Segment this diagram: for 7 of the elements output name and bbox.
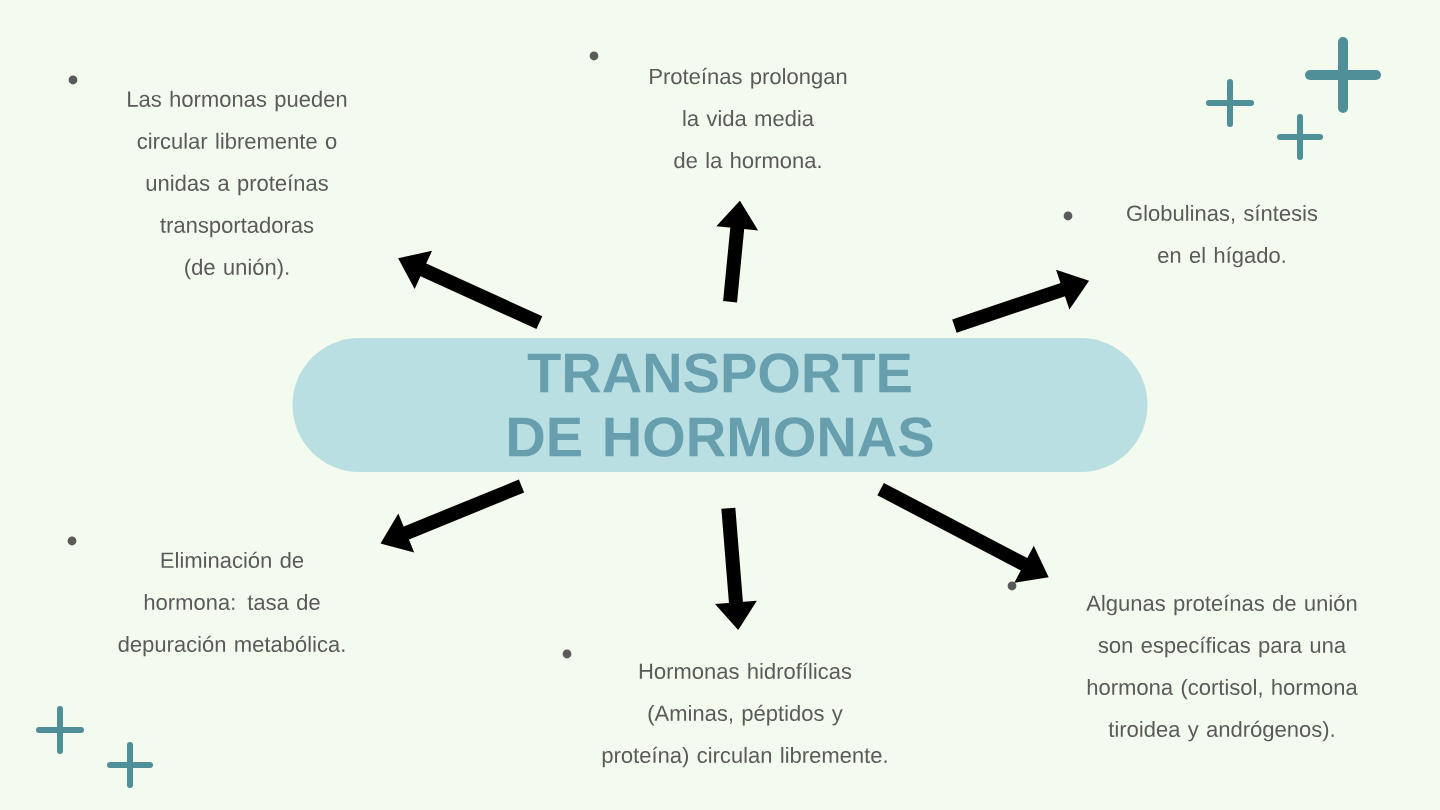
bullet-text: Eliminación de hormona: tasa de depuración metabólica. [118, 551, 345, 657]
bullet-text: Globulinas, síntesis en el hígado. [1127, 204, 1318, 268]
bullet-text: Algunas proteínas de unión son específicas para una hormona (cortisol, hormona tiroidea y andrógenos). [1086, 594, 1358, 742]
title-pill: TRANSPORTE DE HORMONAS [292, 338, 1148, 472]
bullet-text: Las hormonas pueden circular libremente o unidas a proteínas transportadoras (de unión). [128, 90, 347, 280]
bullet-text: Hormonas hidrofílicas (Aminas, péptidos y proteína) circulan libremente. [602, 662, 887, 768]
bullet-text: Proteínas prolongan la vida media de la hormona. [650, 67, 847, 169]
